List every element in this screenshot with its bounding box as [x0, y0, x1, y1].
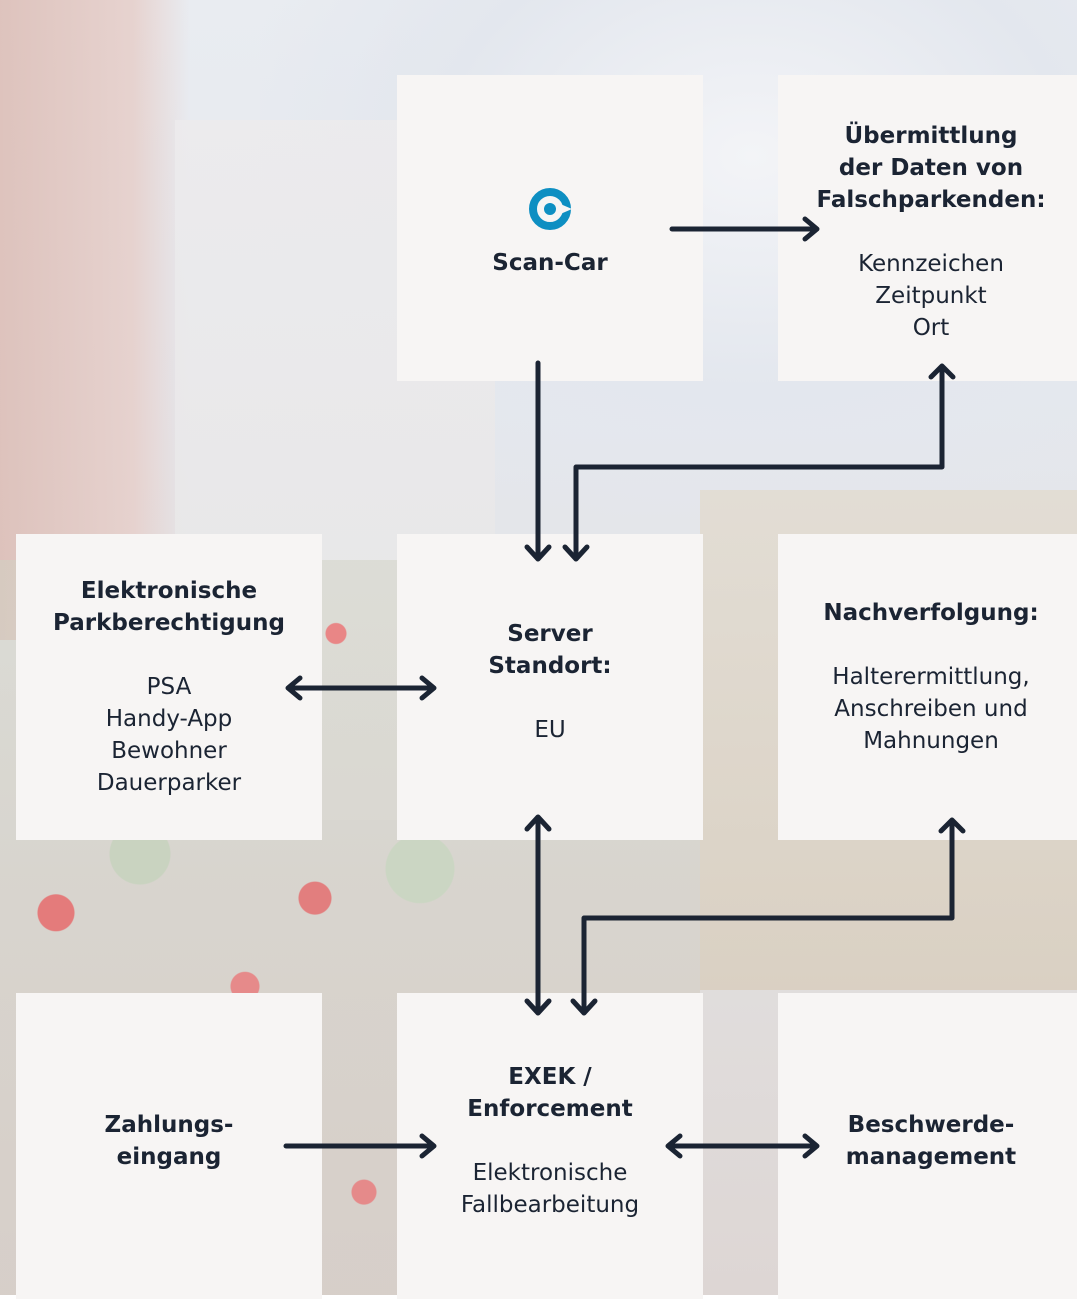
- list-item: EU: [534, 717, 566, 743]
- tracking-lines: Halterermittlung, Anschreiben und Mahnun…: [832, 661, 1029, 757]
- list-item: Bewohner: [111, 738, 227, 764]
- scan-car-logo-icon: [529, 188, 572, 230]
- data-transmission-title: Übermittlung der Daten von Falschparkend…: [816, 123, 1046, 213]
- parking-permit-box: Elektronische Parkberechtigung PSA Handy…: [16, 534, 322, 840]
- background-building-left: [0, 0, 190, 640]
- scan-car-box: Scan-Car: [397, 75, 703, 381]
- list-item: Zeitpunkt: [875, 283, 987, 309]
- tracking-title: Nachverfolgung:: [823, 600, 1039, 626]
- server-box: Server Standort: EU: [397, 534, 703, 840]
- server-lines: EU: [534, 714, 565, 746]
- parking-permit-title: Elektronische Parkberechtigung: [53, 578, 285, 636]
- complaints-box: Beschwerde- management: [778, 993, 1077, 1299]
- data-transmission-box: Übermittlung der Daten von Falschparkend…: [778, 75, 1077, 381]
- list-item: Kennzeichen: [858, 251, 1004, 277]
- list-item: Fallbearbeitung: [460, 1192, 640, 1218]
- list-item: PSA: [146, 674, 192, 700]
- enforcement-box: EXEK / Enforcement Elektronische Fallbea…: [397, 993, 703, 1299]
- data-transmission-lines: Kennzeichen Zeitpunkt Ort: [858, 248, 1004, 344]
- payment-title: Zahlungs- eingang: [104, 1112, 234, 1170]
- parking-permit-lines: PSA Handy-App Bewohner Dauerparker: [97, 671, 241, 799]
- tracking-box: Nachverfolgung: Halterermittlung, Anschr…: [778, 534, 1077, 840]
- complaints-title: Beschwerde- management: [845, 1112, 1017, 1170]
- list-item: Dauerparker: [96, 770, 242, 796]
- list-item: Anschreiben und: [834, 696, 1028, 722]
- list-item: Ort: [912, 315, 950, 341]
- list-item: Elektronische: [472, 1160, 628, 1186]
- scan-car-title: Scan-Car: [492, 250, 608, 276]
- enforcement-lines: Elektronische Fallbearbeitung: [461, 1157, 639, 1221]
- payment-box: Zahlungs- eingang: [16, 993, 322, 1299]
- enforcement-title: EXEK / Enforcement: [467, 1064, 633, 1122]
- list-item: Handy-App: [105, 706, 233, 732]
- server-title: Server Standort:: [488, 621, 612, 679]
- list-item: Mahnungen: [863, 728, 999, 754]
- list-item: Halterermittlung,: [832, 664, 1030, 690]
